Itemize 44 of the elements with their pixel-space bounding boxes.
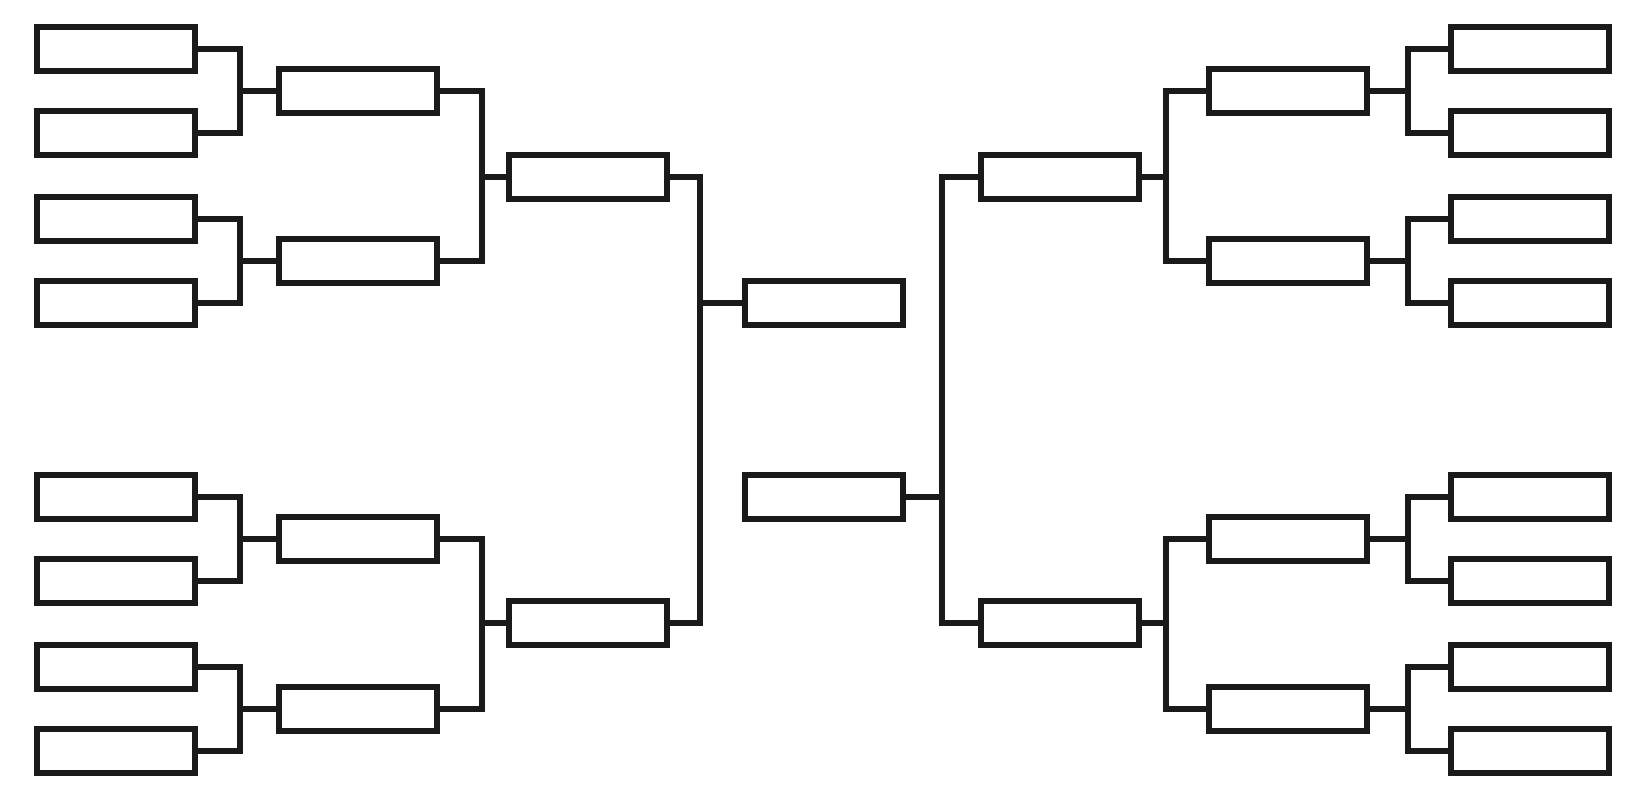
bracket-slot [978,152,1142,202]
bracket-line [1370,88,1448,136]
bracket-slot [1448,472,1612,522]
bracket-line [1370,258,1448,306]
bracket-slot [276,236,440,286]
bracket-slot [978,598,1142,648]
bracket-line [198,258,276,306]
bracket-slot [1448,194,1612,244]
bracket-slot [1206,684,1370,734]
bracket-line [906,494,978,626]
bracket-line [1370,536,1448,584]
bracket-line [670,300,742,626]
bracket-line [198,706,276,754]
bracket-line [1142,620,1206,712]
bracket-slot [34,556,198,606]
bracket-slot [34,278,198,328]
bracket-slot [34,108,198,158]
bracket-slot [1448,642,1612,692]
bracket-slot [34,194,198,244]
bracket-slot [34,642,198,692]
bracket-slot [276,66,440,116]
bracket-line [1142,174,1206,264]
bracket-slot [742,472,906,522]
bracket-slot [1448,278,1612,328]
bracket-slot [34,472,198,522]
bracket-slot [276,514,440,564]
bracket-slot [506,598,670,648]
bracket-slot [276,684,440,734]
bracket-slot [1448,24,1612,74]
bracket-slot [34,24,198,74]
bracket-line [440,174,506,264]
bracket-line [198,536,276,584]
bracket-slot [1206,236,1370,286]
bracket-slot [506,152,670,202]
bracket-slot [34,726,198,776]
bracket-slot [1206,514,1370,564]
bracket-slot [742,278,906,328]
bracket-line [198,88,276,136]
bracket-slot [1448,726,1612,776]
bracket-slot [1448,556,1612,606]
bracket-line [1370,706,1448,754]
bracket-slot [1448,108,1612,158]
bracket-slot [1206,66,1370,116]
bracket-line [440,620,506,712]
